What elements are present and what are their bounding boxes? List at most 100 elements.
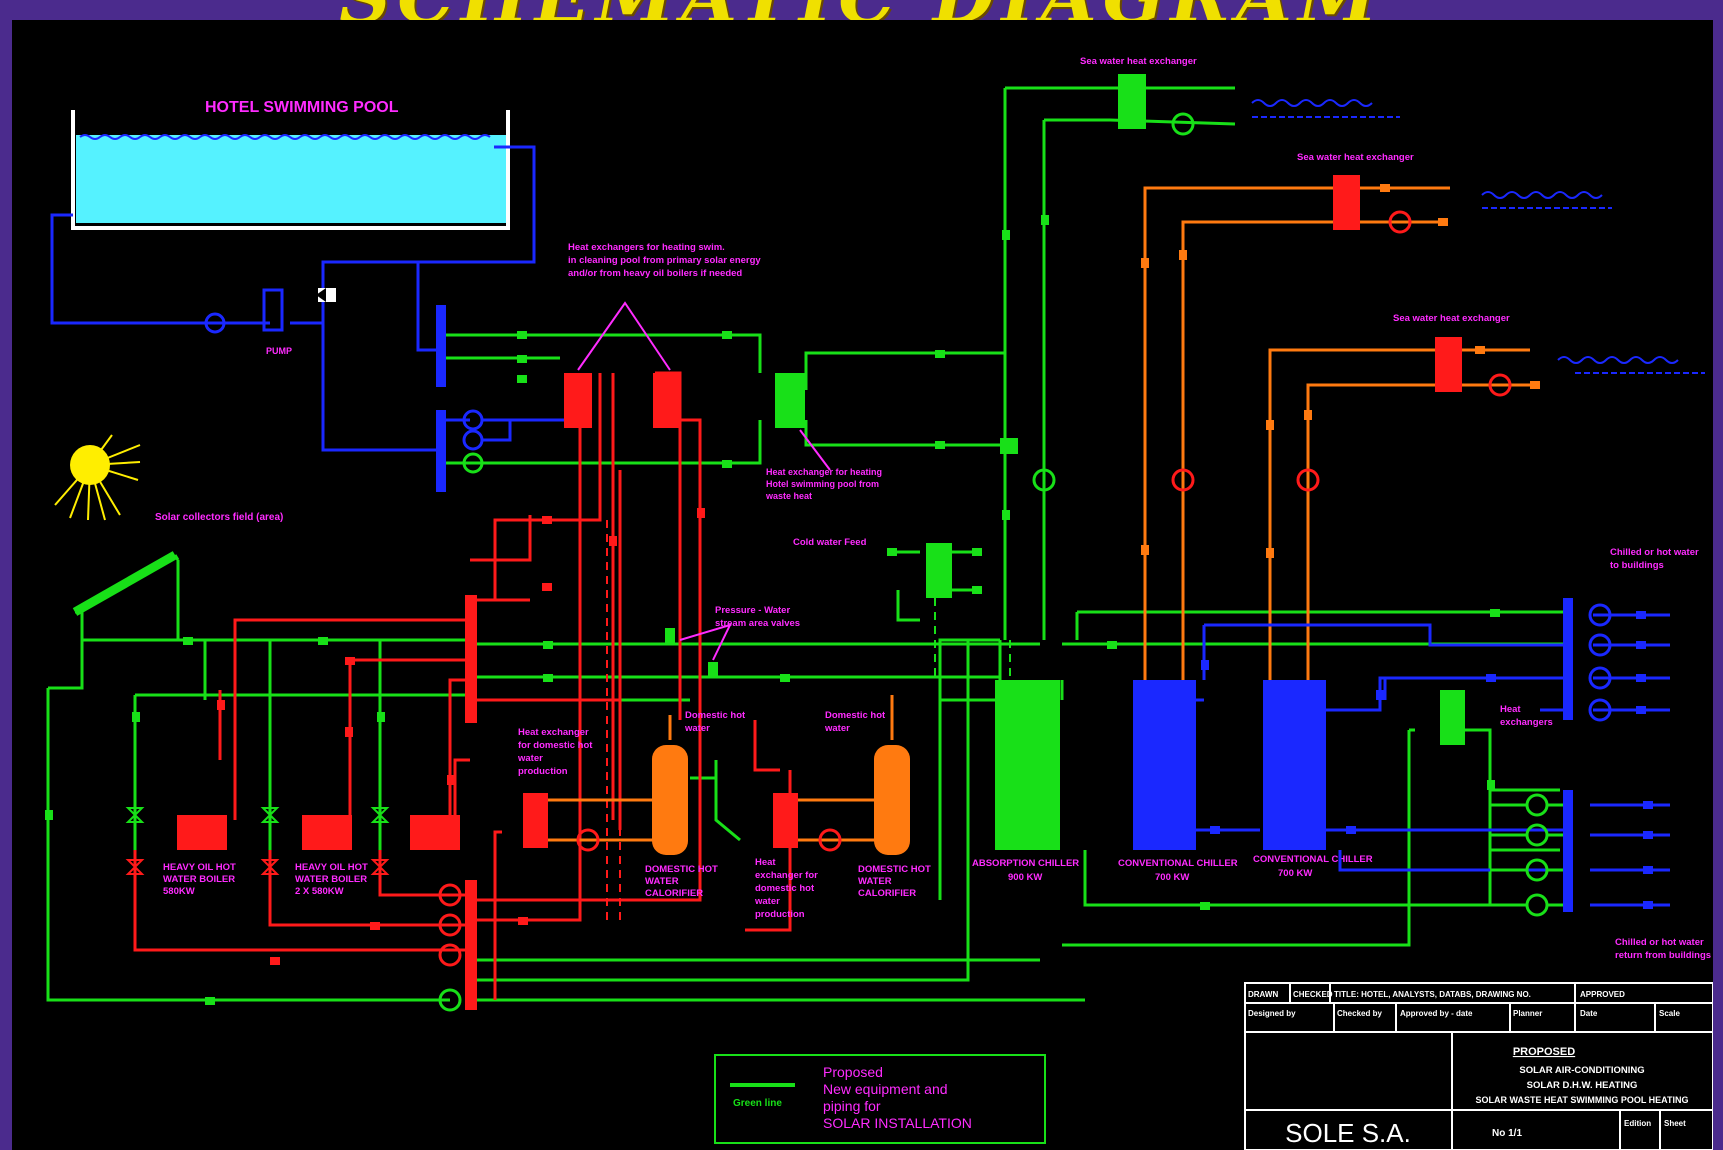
schematic-board: HOTEL SWIMMING POOL PUMP — [12, 20, 1713, 1150]
dhw-heat-exchanger-1 — [523, 793, 548, 848]
tb-r2c6: Scale — [1659, 1009, 1680, 1018]
pool-return-pipes — [482, 418, 564, 442]
solar-return-pump-icon — [438, 988, 462, 1012]
sea-waves-1 — [1251, 99, 1373, 107]
pool-hx-note-2: in cleaning pool from primary solar ener… — [568, 255, 761, 266]
absorption-label-1: ABSORPTION CHILLER — [972, 858, 1079, 869]
heat-exchangers — [1440, 690, 1465, 745]
pool-pumps — [462, 409, 484, 451]
boiler-2 — [302, 815, 352, 850]
dhw-hx2-label-3: domestic hot — [755, 883, 815, 894]
tb-desc-1: SOLAR AIR-CONDITIONING — [1519, 1065, 1644, 1076]
tb-drawing-no: No 1/1 — [1492, 1128, 1522, 1139]
chilled-return-label-2: return from buildings — [1615, 950, 1711, 961]
swimming-pool: HOTEL SWIMMING POOL — [71, 99, 510, 230]
legend-line-label: Green line — [733, 1098, 782, 1109]
pressure-valves-label-1: Pressure - Water — [715, 605, 790, 616]
dhw-calorifier-2 — [874, 745, 910, 855]
sea-pump-2-icon — [1388, 210, 1412, 234]
tb-r2c1: Designed by — [1248, 1009, 1296, 1018]
tb-r1c1: DRAWN — [1248, 990, 1278, 999]
waste-heat-exchanger — [775, 373, 805, 428]
dhw-calorifier-1 — [652, 745, 688, 855]
tb-desc-2: SOLAR D.H.W. HEATING — [1527, 1080, 1638, 1091]
boiler1-label-1: HEAVY OIL HOT — [163, 862, 236, 873]
domestic-2-label-1: Domestic hot — [825, 710, 886, 721]
dhw-hx2-label-1: Heat — [755, 857, 776, 868]
pool-supply-manifold — [436, 305, 446, 387]
heat-exch-label-2: exchangers — [1500, 717, 1553, 728]
dhw-hx2-label-4: water — [754, 896, 780, 907]
pool-heat-exchanger-2 — [653, 373, 681, 428]
tb-sheet: Sheet — [1664, 1119, 1686, 1128]
conv2-label-2: 700 KW — [1278, 868, 1312, 879]
waste-hx-note-3: waste heat — [765, 491, 812, 501]
boiler-1 — [177, 815, 227, 850]
tb-proposed: PROPOSED — [1513, 1046, 1575, 1058]
cold-feed-arrows — [887, 548, 982, 594]
solar-collector-panel — [72, 551, 178, 616]
sea-hx-3-label: Sea water heat exchanger — [1393, 313, 1510, 324]
pool-hx-note-3: and/or from heavy oil boilers if needed — [568, 268, 742, 279]
calorifier1-label-3: CALORIFIER — [645, 888, 703, 899]
dhw-hx2-label-5: production — [755, 909, 805, 920]
absorption-chiller — [995, 680, 1060, 850]
chilled-supply-pumps — [1588, 603, 1612, 722]
pool-filter — [262, 288, 284, 332]
orange-flow-arrows — [1141, 184, 1540, 558]
hot-supply-manifold — [465, 595, 477, 723]
calorifier1-label-1: DOMESTIC HOT — [645, 864, 718, 875]
chilled-return-manifold — [1563, 790, 1573, 912]
chilled-return-pumps — [1525, 793, 1549, 917]
pool-hx-note-1: Heat exchangers for heating swim. — [568, 242, 725, 253]
dhw-hx2-label-2: exchanger for — [755, 870, 818, 881]
cold-water-heat-exchanger — [926, 543, 952, 598]
tb-r2c5: Date — [1580, 1009, 1598, 1018]
green-flow-arrows — [45, 215, 1500, 1005]
schematic-canvas: HOTEL SWIMMING POOL PUMP — [45, 56, 1713, 1150]
legend-text-2: New equipment and — [823, 1081, 948, 1097]
pressure-valves-callout — [679, 623, 732, 661]
hot-return-manifold — [465, 880, 477, 1010]
boiler1-label-3: 580KW — [163, 886, 195, 897]
pool-circuit-pipes — [50, 145, 536, 452]
conventional-chiller-1 — [1133, 680, 1196, 850]
boiler2-label-2: WATER BOILER — [295, 874, 367, 885]
boiler-valves — [125, 807, 390, 823]
boiler2-label-1: HEAVY OIL HOT — [295, 862, 368, 873]
calorifier1-label-2: WATER — [645, 876, 679, 887]
tb-desc-3: SOLAR WASTE HEAT SWIMMING POOL HEATING — [1476, 1095, 1689, 1105]
hot-water-dashed-pipes — [606, 520, 621, 920]
tb-r1c3: TITLE: HOTEL, ANALYSTS, DATABS, DRAWING … — [1334, 990, 1531, 999]
oil-boilers — [177, 815, 460, 850]
pressure-valves-label-2: stream area valves — [715, 618, 800, 629]
slide-title: SCHEMATIC DIAGRAM — [0, 0, 1723, 20]
title-block — [1244, 982, 1713, 1150]
condenser-pumps — [1171, 468, 1320, 492]
collector-inlet — [173, 554, 180, 561]
sea-water-heat-exchanger-3 — [1435, 337, 1462, 392]
sea-hx-1-label: Sea water heat exchanger — [1080, 56, 1197, 67]
cold-water-feed-label: Cold water Feed — [793, 537, 867, 548]
sea-water-heat-exchanger-1 — [1118, 74, 1146, 129]
tb-r1c2: CHECKED — [1293, 990, 1333, 999]
pool-hx-callout — [577, 301, 671, 371]
chilled-supply-label-2: to buildings — [1610, 560, 1664, 571]
waste-hx-note-2: Hotel swimming pool from — [766, 479, 879, 489]
tb-r2c3: Approved by - date — [1400, 1009, 1473, 1018]
sea-waves-2 — [1481, 191, 1603, 199]
solar-field-label: Solar collectors field (area) — [155, 512, 283, 523]
absorber-valve — [1000, 438, 1018, 454]
calorifier2-label-1: DOMESTIC HOT — [858, 864, 931, 875]
boiler1-label-2: WATER BOILER — [163, 874, 235, 885]
chilled-return-green-pipes — [1490, 803, 1563, 907]
conv1-label-1: CONVENTIONAL CHILLER — [1118, 858, 1238, 869]
sea-pump-1-icon — [1171, 112, 1195, 136]
domestic-2-label-2: water — [824, 723, 850, 734]
tb-r1c4: APPROVED — [1580, 990, 1625, 999]
condenser-pipes — [1143, 186, 1540, 680]
waste-hx-note-1: Heat exchanger for heating — [766, 467, 882, 477]
domestic-1-label-2: water — [684, 723, 710, 734]
heat-exch-label-1: Heat — [1500, 704, 1521, 715]
red-flow-arrows — [217, 508, 705, 965]
